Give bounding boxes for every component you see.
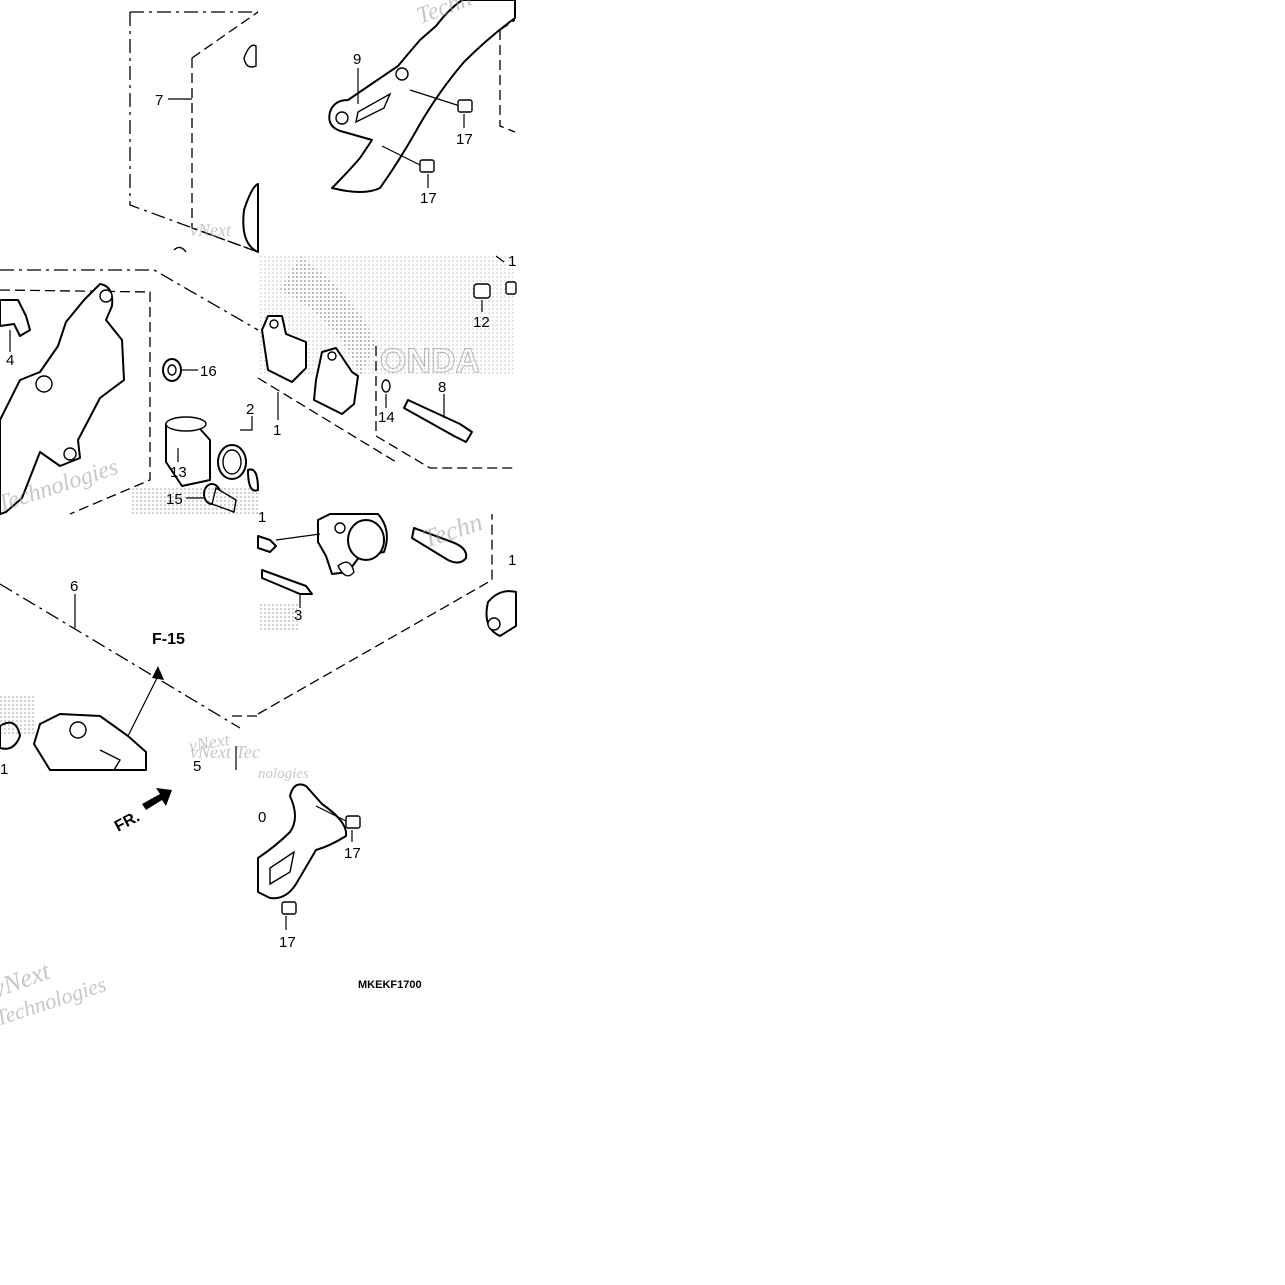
callout-3: 3	[294, 607, 302, 624]
callout-16: 16	[200, 363, 217, 380]
watermark: vNext Tec	[190, 742, 260, 762]
callout-17: 17	[344, 845, 361, 862]
callout-8: 8	[438, 379, 446, 396]
dash-box-edge	[0, 289, 151, 515]
callout-15: 15	[166, 491, 183, 508]
shading	[0, 694, 36, 734]
callout-17: 17	[279, 934, 296, 951]
callout-1: 1	[0, 761, 8, 778]
tile-bottom-center: nologies	[257, 766, 361, 930]
callout-7: 7	[155, 92, 163, 109]
dash-box-edge	[257, 377, 397, 463]
guard-slot	[269, 850, 296, 886]
drawing-code: MKEKF1700	[358, 979, 422, 991]
pad-hole	[327, 351, 337, 361]
caliper-cylinder	[347, 519, 385, 561]
callout-5: 5	[193, 758, 201, 775]
bracket-hole	[99, 289, 113, 303]
flange-bolt	[315, 805, 361, 842]
slide-pin	[411, 527, 468, 564]
shading	[258, 604, 298, 632]
direction-label: FR.	[112, 808, 143, 835]
pad-hole	[269, 319, 279, 329]
callout-17: 17	[420, 190, 437, 207]
callout-9: 9	[353, 51, 361, 68]
reference-label: F-15	[152, 631, 185, 648]
guard-slot	[355, 92, 392, 124]
tile-top-left	[129, 11, 259, 253]
tile-lower-left: vNext Tec	[0, 583, 260, 771]
flange-bolt	[281, 901, 297, 930]
caliper-hose-fitting	[99, 749, 121, 771]
bleeder-screw	[257, 535, 277, 553]
logo-text: ONDA	[380, 342, 480, 380]
callout-14: 14	[378, 409, 395, 426]
flange-bolt	[409, 89, 473, 128]
rear-caliper	[33, 713, 147, 771]
pin-plug	[473, 281, 517, 312]
callout-12: 12	[473, 314, 490, 331]
callout-2: 2	[246, 401, 254, 418]
leader-line	[275, 533, 321, 541]
guard-mount-hole	[395, 67, 409, 81]
disc-guard	[328, 0, 516, 193]
brake-pad	[313, 347, 359, 415]
dust-seal	[162, 358, 198, 382]
pad-spring	[0, 299, 31, 337]
logo-wing	[280, 256, 376, 376]
tile-top-middle: Techn	[328, 0, 516, 193]
dash-box-edge	[0, 269, 259, 331]
dash-box-edge	[191, 11, 259, 59]
guard-mount-hole	[335, 111, 349, 125]
caliper-hole	[487, 617, 501, 631]
caliper-body-edge	[242, 183, 259, 253]
watermark: vNext	[190, 220, 232, 240]
tile-center: ONDA	[257, 255, 517, 469]
callout-1: 1	[258, 509, 266, 526]
tile-lower-center: Techn	[257, 507, 517, 715]
callout-13: 13	[170, 464, 187, 481]
arrow-head	[152, 666, 164, 680]
callout-1: 1	[273, 422, 281, 439]
flange-bolt	[381, 145, 435, 188]
piston-seal-inner	[222, 449, 242, 475]
bracket-hole	[35, 375, 53, 393]
hose-clip	[243, 44, 257, 68]
hose-edge	[173, 246, 187, 253]
front-arrow-icon	[142, 788, 172, 810]
callout-17: 17	[456, 131, 473, 148]
dash-box-edge	[375, 346, 516, 469]
piston	[337, 561, 355, 577]
dash-box-edge	[0, 583, 241, 729]
leader-line	[495, 255, 505, 263]
callouts: 7 9 17 17 4 16 2 1 13 15 12 14 8 1 1 3 1…	[0, 51, 516, 951]
callout-6: 6	[70, 578, 78, 595]
front-direction-indicator: FR.	[112, 788, 172, 836]
caliper-hole	[334, 522, 346, 534]
shading	[130, 486, 258, 514]
callout-1: 1	[508, 552, 516, 569]
pad-pin	[403, 394, 473, 443]
leader-line	[240, 416, 253, 431]
pad-retainer	[261, 569, 313, 595]
caliper-bracket	[0, 283, 125, 515]
reference-arrow	[127, 675, 159, 737]
dash-box-edge	[191, 58, 259, 253]
tile-middle-left: Technologies	[0, 269, 259, 518]
washer	[381, 379, 391, 393]
callout-4: 4	[6, 352, 14, 369]
caliper-port	[69, 721, 87, 739]
watermark: nologies	[258, 766, 309, 782]
sleeve-collar	[165, 416, 211, 487]
bracket-hole	[63, 447, 77, 461]
callout-10: 0	[258, 809, 266, 826]
dash-box-edge	[499, 19, 516, 133]
dash-box-edge	[129, 12, 259, 253]
callout-1: 1	[508, 253, 516, 270]
brake-pad	[261, 315, 307, 383]
